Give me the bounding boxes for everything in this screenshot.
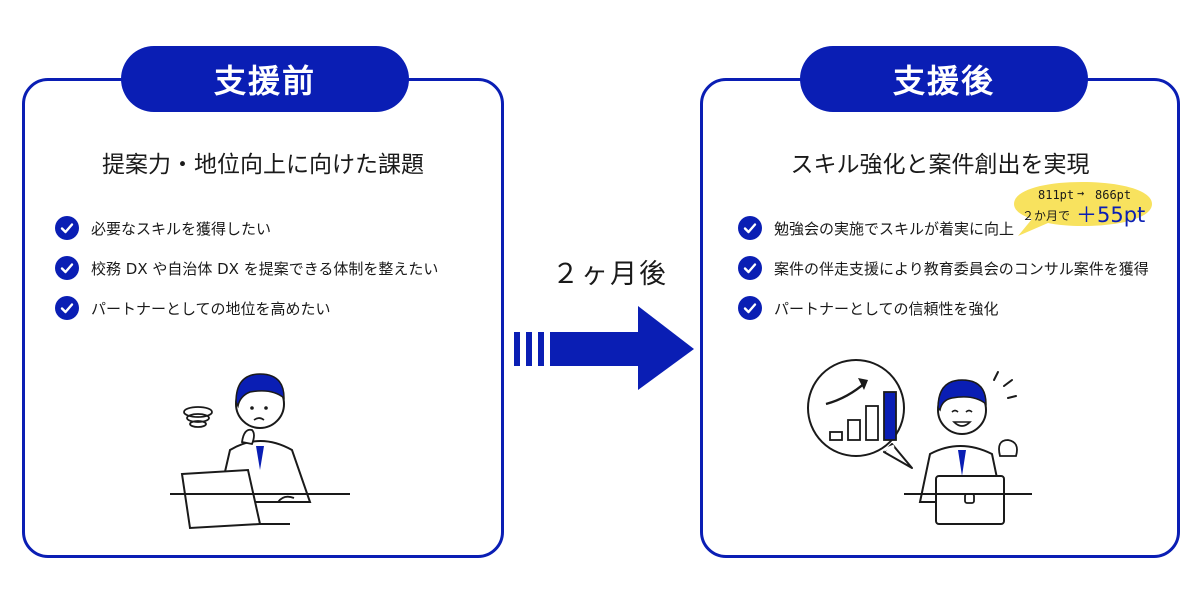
list-item: 校務 DX や自治体 DX を提案できる体制を整えたい xyxy=(55,248,438,288)
list-item-label: パートナーとしての地位を高めたい xyxy=(91,299,331,318)
list-item-label: 必要なスキルを獲得したい xyxy=(91,219,272,238)
list-item-label: 校務 DX や自治体 DX を提案できる体制を整えたい xyxy=(91,259,439,278)
worry-swirl-icon xyxy=(183,406,213,428)
after-headline: スキル強化と案件創出を実現 xyxy=(790,152,1090,178)
after-title-badge: 支援後 xyxy=(800,46,1088,112)
check-circle-icon xyxy=(55,296,79,320)
before-headline: 提案力・地位向上に向けた課題 xyxy=(102,152,424,178)
transition-label: ２ヶ月後 xyxy=(552,259,668,290)
list-item: パートナーとしての地位を高めたい xyxy=(55,288,438,328)
check-circle-icon xyxy=(55,216,79,240)
check-circle-icon xyxy=(738,216,762,240)
list-item-label: 勉強会の実施でスキルが着実に向上 xyxy=(774,219,1015,238)
after-title: 支援後 xyxy=(892,62,995,100)
list-item: 必要なスキルを獲得したい xyxy=(55,208,438,248)
list-item-label: 案件の伴走支援により教育委員会のコンサル案件を獲得 xyxy=(774,259,1149,278)
happy-person-illustration xyxy=(807,359,1032,525)
list-item: パートナーとしての信頼性を強化 xyxy=(738,288,1149,328)
callout-delta: ＋55pt xyxy=(1076,203,1146,227)
callout-arrow: → xyxy=(1077,186,1085,200)
after-checklist: 勉強会の実施でスキルが着実に向上 案件の伴走支援により教育委員会のコンサル案件を… xyxy=(738,208,1149,328)
before-title: 支援前 xyxy=(213,62,316,100)
right-arrow-icon xyxy=(514,306,694,390)
callout-to-score: 866pt xyxy=(1095,188,1132,202)
check-circle-icon xyxy=(738,296,762,320)
list-item-label: パートナーとしての信頼性を強化 xyxy=(774,299,999,318)
growth-chart-icon xyxy=(807,359,913,469)
list-item: 勉強会の実施でスキルが着実に向上 xyxy=(738,208,1149,248)
callout-period: ２か月で xyxy=(1022,209,1071,223)
check-circle-icon xyxy=(738,256,762,280)
list-item: 案件の伴走支援により教育委員会のコンサル案件を獲得 xyxy=(738,248,1149,288)
before-checklist: 必要なスキルを獲得したい 校務 DX や自治体 DX を提案できる体制を整えたい… xyxy=(55,208,438,328)
laptop-icon xyxy=(180,468,290,530)
before-title-badge: 支援前 xyxy=(121,46,409,112)
check-circle-icon xyxy=(55,256,79,280)
callout-from-score: 811pt xyxy=(1038,188,1075,202)
score-callout-bubble xyxy=(1014,182,1152,236)
worried-person-illustration xyxy=(170,373,350,530)
laptop-icon xyxy=(935,475,1005,525)
